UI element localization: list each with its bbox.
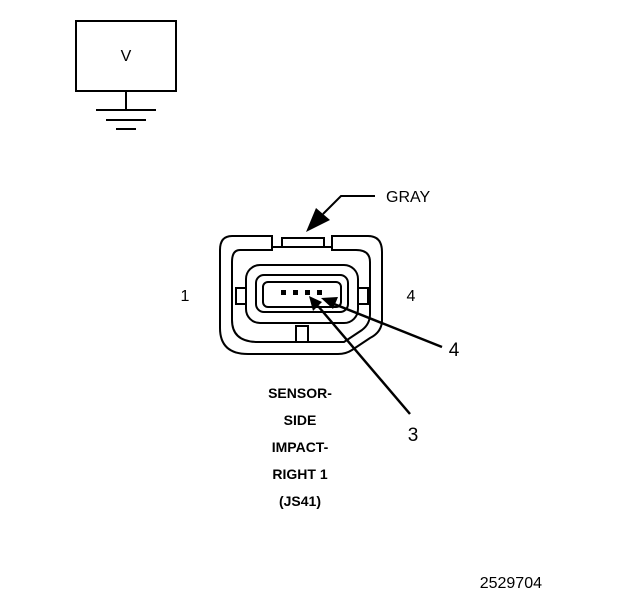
connector-name: SENSOR- SIDE IMPACT- RIGHT 1 (JS41) [268,385,332,509]
connector-cavity-inner [262,281,342,308]
gray-leader-line [322,195,375,215]
connector-name-line-1: SENSOR- [268,385,332,401]
connector-housing-outer [219,235,383,355]
pin-4 [317,290,322,295]
connector-name-line-4: RIGHT 1 [272,466,327,482]
voltmeter-label: V [121,48,132,65]
pin-left-label: 1 [181,288,190,305]
connector-housing-inner [231,247,371,343]
voltmeter-symbol [75,20,177,130]
gray-leader-arrowhead [306,208,330,232]
pin-3 [305,290,310,295]
left-latch [235,287,247,305]
connector-name-line-2: SIDE [284,412,317,428]
callout-4-arrowhead [321,297,338,309]
callout-4-leader [333,302,443,349]
connector-name-line-5: (JS41) [279,493,321,509]
connector-body [219,235,383,355]
callout-3-arrowhead [309,296,322,311]
callout-3-leader [317,305,411,415]
pin-right-label: 4 [407,288,416,305]
color-label: GRAY [386,189,430,206]
key-tab [295,325,309,343]
connector-pins [281,290,322,295]
pin-1 [281,290,286,295]
callout-3-label: 3 [408,425,419,446]
right-latch [357,287,369,305]
locking-tab [281,237,325,248]
pin-2 [293,290,298,295]
callout-4-label: 4 [449,340,460,361]
figure-id: 2529704 [480,575,542,592]
connector-cavity-outer [255,274,349,313]
connector-name-line-3: IMPACT- [272,439,329,455]
